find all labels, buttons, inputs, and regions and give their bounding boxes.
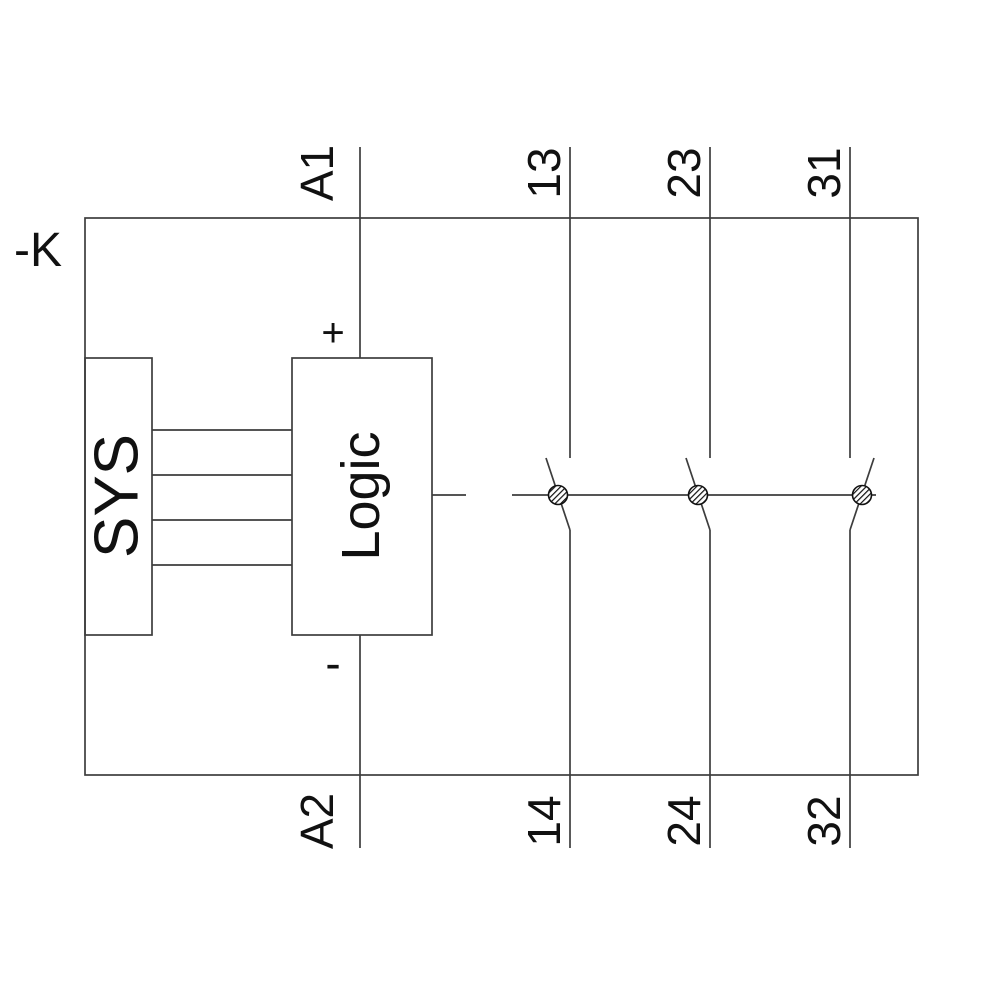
logic-block xyxy=(291,357,433,636)
terminal-label-a1: A1 xyxy=(291,145,343,201)
actuator-dot-3 xyxy=(851,484,873,506)
sys-label: SYS xyxy=(83,434,152,558)
sys-block xyxy=(84,357,153,636)
device-label: -K xyxy=(14,224,62,277)
contact-31-32 xyxy=(849,147,875,848)
minus-mark: - xyxy=(325,637,340,689)
terminal-label-24: 24 xyxy=(658,795,710,846)
actuator-dot-1 xyxy=(547,484,569,506)
terminal-label-14: 14 xyxy=(518,795,570,846)
terminal-label-23: 23 xyxy=(658,147,710,198)
terminal-label-32: 32 xyxy=(798,795,850,846)
terminal-label-a2: A2 xyxy=(291,793,343,849)
contact-13-14 xyxy=(545,147,571,848)
terminal-label-13: 13 xyxy=(518,147,570,198)
plus-mark: + xyxy=(321,311,344,355)
contact-23-24 xyxy=(685,147,711,848)
terminal-label-31: 31 xyxy=(798,147,850,198)
device-boundary xyxy=(84,217,919,776)
logic-label: Logic xyxy=(331,431,391,560)
actuator-dot-2 xyxy=(687,484,709,506)
